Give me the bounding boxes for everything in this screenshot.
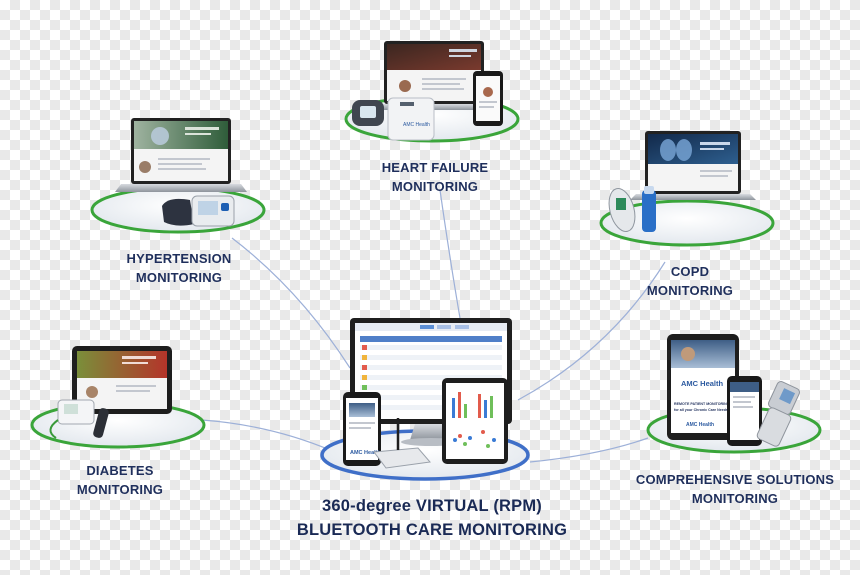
diabetes-title: DIABETES <box>86 463 154 478</box>
blood-pressure-cuff <box>162 198 194 226</box>
blood-pressure-monitor <box>191 195 235 227</box>
heart-failure-devices: AMC Health <box>352 41 503 141</box>
brochure-headline: REMOTE PATIENT MONITORING <box>674 402 730 406</box>
hypertension-subtitle: MONITORING <box>135 270 223 285</box>
hypertension-devices <box>115 118 247 227</box>
center-title: 360-degree VIRTUAL (RPM) <box>322 497 542 515</box>
center-label: 360-degree VIRTUAL (RPM) BLUETOOTH CARE … <box>282 494 582 542</box>
inhaler <box>642 186 656 232</box>
comprehensive-subtitle: MONITORING <box>691 491 779 506</box>
connector-diabetes <box>201 419 331 451</box>
lancing-device <box>93 408 109 438</box>
laptop <box>368 41 500 110</box>
comprehensive-title: COMPREHENSIVE SOLUTIONS <box>635 472 835 487</box>
phone-brand-logo: AMC Health <box>350 450 382 456</box>
diabetes-devices <box>49 346 172 439</box>
hypertension-label: HYPERTENSION MONITORING <box>104 249 254 287</box>
center-subtitle: BLUETOOTH CARE MONITORING <box>296 521 568 539</box>
heart-failure-subtitle: MONITORING <box>391 179 479 194</box>
phone <box>473 71 503 126</box>
tablet-footer-logo: AMC Health <box>686 422 714 428</box>
spirometer <box>608 188 636 232</box>
flip-phone <box>756 381 800 447</box>
comprehensive-label: COMPREHENSIVE SOLUTIONS MONITORING <box>625 470 845 508</box>
heart-failure-title: HEART FAILURE <box>381 160 489 175</box>
mini-bar-chart <box>452 392 493 418</box>
laptop <box>115 118 247 192</box>
copd-devices <box>608 131 756 232</box>
glucose-meter <box>49 399 95 439</box>
phone <box>727 376 762 446</box>
diabetes-subtitle: MONITORING <box>76 482 164 497</box>
tablet <box>442 378 508 464</box>
connector-lines <box>201 189 666 463</box>
connector-copd <box>517 261 666 401</box>
tablet-brand-logo: AMC Health <box>681 379 724 388</box>
hypertension-title: HYPERTENSION <box>126 251 232 266</box>
patient-table-rows <box>360 345 502 410</box>
connector-hypertension <box>231 237 351 369</box>
copd-title: COPD <box>670 264 710 279</box>
gateway-box: AMC Health <box>387 97 435 141</box>
copd-subtitle: MONITORING <box>646 283 734 298</box>
phone: AMC Health <box>343 392 382 466</box>
gateway-logo: AMC Health <box>403 122 430 128</box>
diabetes-label: DIABETES MONITORING <box>45 461 195 499</box>
brochure-subline: for all your Chronic Care Needs <box>674 408 728 412</box>
laptop <box>630 131 756 200</box>
hub-gateway <box>373 418 431 469</box>
center-devices: AMC Health <box>343 318 512 469</box>
heart-failure-label: HEART FAILURE MONITORING <box>360 158 510 196</box>
comprehensive-devices: AMC Health REMOTE PATIENT MONITORING for… <box>667 334 800 447</box>
connector-heart-failure <box>439 189 461 319</box>
connector-comprehensive <box>529 437 649 463</box>
copd-label: COPD MONITORING <box>615 262 765 300</box>
tablet: AMC Health REMOTE PATIENT MONITORING for… <box>667 334 739 440</box>
pulse-oximeter <box>352 100 384 126</box>
tablet <box>72 346 172 414</box>
mini-scatter-plot <box>453 430 496 448</box>
